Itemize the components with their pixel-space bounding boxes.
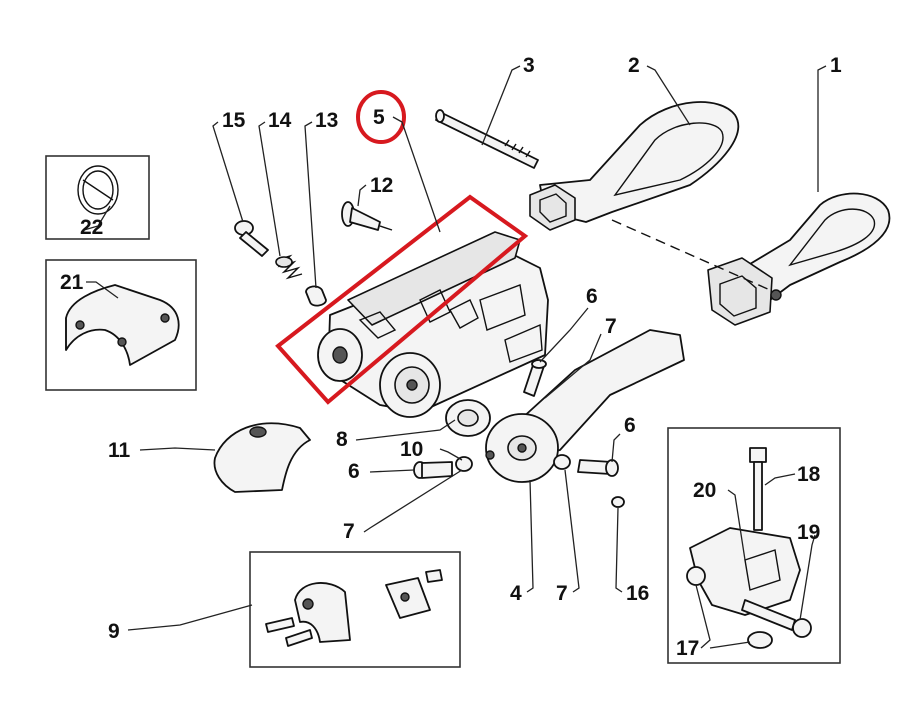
part-11-cover	[213, 422, 311, 493]
part-19-bolt	[741, 599, 812, 638]
leader-lines	[83, 65, 827, 649]
assembly-dash-line	[611, 219, 771, 291]
part-8-washer	[445, 399, 491, 437]
label-11: 11	[108, 439, 131, 462]
label-19: 19	[797, 521, 820, 544]
label-12: 12	[370, 174, 393, 197]
label-18: 18	[797, 463, 821, 486]
label-13: 13	[315, 109, 338, 132]
label-7-bottom: 7	[556, 582, 568, 605]
label-7-upper: 7	[605, 315, 617, 338]
part-3-long-bolt	[435, 109, 539, 169]
part-18-bolt	[749, 447, 767, 531]
label-17: 17	[676, 637, 699, 660]
part-13-pin	[305, 285, 327, 307]
label-1: 1	[830, 54, 842, 77]
part-7-bushing-right	[553, 454, 571, 470]
label-6-left: 6	[348, 460, 360, 483]
part-2-handle	[529, 101, 740, 231]
label-21: 21	[60, 271, 84, 294]
part-22-ring	[77, 165, 119, 215]
part-4-lever-arm	[485, 329, 685, 483]
part-15-screw	[234, 220, 269, 257]
main-tool-body	[317, 231, 549, 418]
label-22: 22	[80, 216, 103, 239]
part-9-clamp-set	[265, 569, 443, 647]
label-7-left: 7	[343, 520, 355, 543]
inset-box-part-22	[45, 155, 150, 240]
label-20: 20	[693, 479, 716, 502]
part-16-pin	[611, 496, 625, 508]
label-5: 5	[373, 106, 385, 129]
highlight-box-part-5	[275, 194, 529, 405]
highlight-circle-part-5	[356, 90, 406, 144]
part-21-half-shell	[65, 284, 180, 366]
part-12-pivot-pin	[341, 201, 393, 231]
part-6-screw-upper	[523, 359, 547, 397]
label-6-right: 6	[624, 414, 636, 437]
part-labels: 1 2 3 5 15 14 13 12 22 21 6 7 6 8 10 11 …	[60, 54, 842, 660]
label-10: 10	[400, 438, 423, 461]
part-6-screw-right	[577, 459, 619, 477]
label-4: 4	[510, 582, 522, 605]
inset-box-part-21	[45, 259, 197, 391]
label-16: 16	[626, 582, 649, 605]
label-8: 8	[336, 428, 348, 451]
inset-box-parts-17-20	[667, 427, 841, 664]
part-1-loop-handle	[707, 192, 891, 326]
label-2: 2	[628, 54, 640, 77]
label-6-upper: 6	[586, 285, 598, 308]
label-15: 15	[222, 109, 246, 132]
part-7-bushing-left	[455, 456, 473, 472]
inset-box-part-9	[249, 551, 461, 668]
part-20-bracket	[689, 527, 801, 616]
label-9: 9	[108, 620, 120, 643]
part-6-screw-left	[413, 461, 453, 479]
label-14: 14	[268, 109, 292, 132]
label-3: 3	[523, 54, 535, 77]
part-14-spring	[275, 254, 303, 280]
